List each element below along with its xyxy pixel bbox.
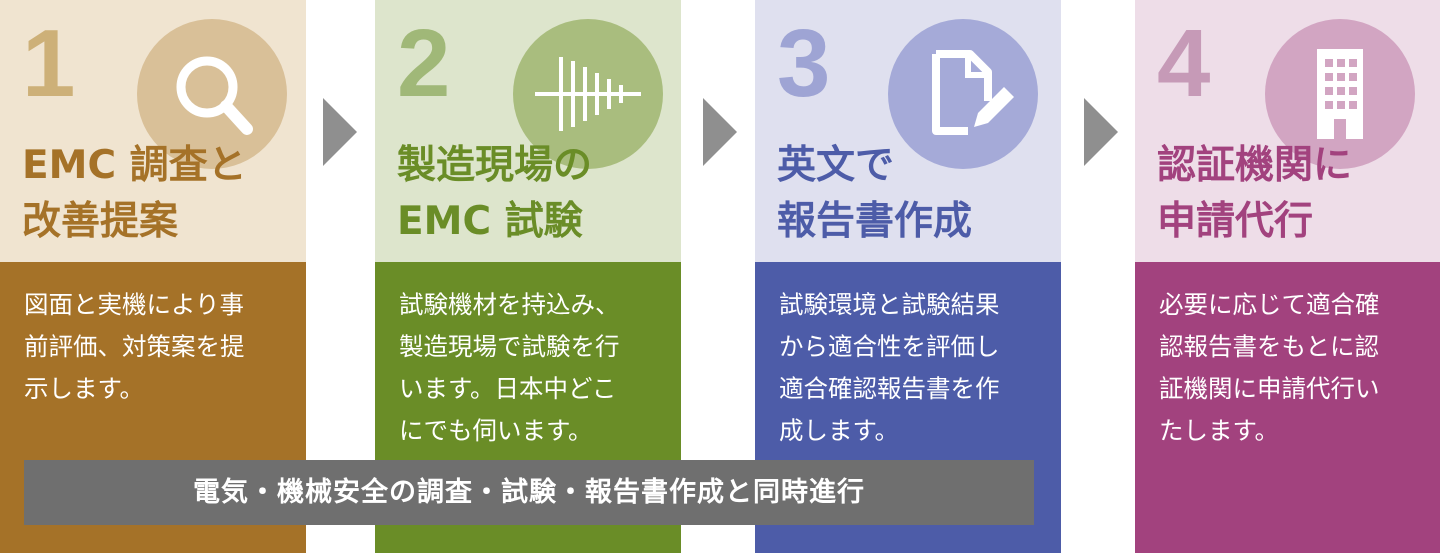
arrow-right-icon [323,98,357,166]
step-3-title-line: 報告書作成 [777,199,973,244]
step-2-description: 試験機材を持込み、 製造現場で試験を行 います。日本中どこ にでも伺います。 [399,284,620,452]
step-1-header: 1 EMC 調査と 改善提案 [0,0,306,262]
step-3-title-line: 英文で [777,143,895,188]
step-4-icon-circle [1265,19,1415,169]
step-1-body-line: 前評価、対策案を提 [24,332,245,361]
step-2-icon-circle [513,19,663,169]
document-edit-icon [932,50,1014,135]
step-1-body-line: 示します。 [24,374,145,403]
arrow-right-icon [703,98,737,166]
step-1-number: 1 [22,10,76,117]
step-2-number: 2 [397,10,451,117]
step-3-header: 3 英文で 報告書作成 [755,0,1061,262]
step-2-body-line: 製造現場で試験を行 [399,332,620,361]
step-3-body-line: 成します。 [779,416,900,445]
step-card-4: 4 認証機関に 申請代行 必要に応じて適合確 認報告書をもとに認 証機関に申請代… [1135,0,1440,553]
antenna-icon [535,57,641,131]
step-3-body-line: 適合確認報告書を作 [779,374,1000,403]
step-2-title-line: 製造現場の [397,143,593,188]
step-4-header: 4 認証機関に 申請代行 [1135,0,1440,262]
arrow-right-icon [1084,98,1118,166]
step-4-title: 認証機関に 申請代行 [1157,138,1352,250]
step-2-header: 2 製造現場の EMC 試験 [375,0,681,262]
step-3-title: 英文で 報告書作成 [777,138,972,250]
step-4-description: 必要に応じて適合確 認報告書をもとに認 証機関に申請代行い たします。 [1159,284,1380,452]
step-2-body-line: にでも伺います。 [399,416,593,445]
step-1-icon-circle [137,19,287,169]
step-2-body-line: 試験機材を持込み、 [399,290,620,319]
step-4-body-line: たします。 [1159,416,1280,445]
step-4-number: 4 [1157,10,1211,117]
step-1-title: EMC 調査と 改善提案 [22,138,247,250]
step-1-title-line: 改善提案 [22,199,179,244]
step-1-description: 図面と実機により事 前評価、対策案を提 示します。 [24,284,245,410]
parallel-process-banner: 電気・機械安全の調査・試験・報告書作成と同時進行 [24,460,1034,525]
step-3-number: 3 [777,10,831,117]
step-1-title-line: EMC 調査と [22,143,247,188]
building-icon [1317,49,1363,139]
step-2-title-line: EMC 試験 [397,199,583,244]
step-4-title-line: 申請代行 [1157,199,1314,244]
step-3-body-line: 試験環境と試験結果 [779,290,1000,319]
step-2-body-line: います。日本中どこ [399,374,617,403]
step-3-description: 試験環境と試験結果 から適合性を評価し 適合確認報告書を作 成します。 [779,284,1000,452]
step-4-title-line: 認証機関に [1157,143,1353,188]
step-4-body-panel: 必要に応じて適合確 認報告書をもとに認 証機関に申請代行い たします。 [1135,262,1440,553]
step-3-body-line: から適合性を評価し [779,332,1000,361]
step-4-body-line: 証機関に申請代行い [1159,374,1380,403]
step-2-title: 製造現場の EMC 試験 [397,138,592,250]
step-3-icon-circle [888,19,1038,169]
step-4-body-line: 必要に応じて適合確 [1159,290,1380,319]
step-4-body-line: 認報告書をもとに認 [1159,332,1380,361]
magnifier-icon [176,56,253,135]
step-1-body-line: 図面と実機により事 [24,290,245,319]
